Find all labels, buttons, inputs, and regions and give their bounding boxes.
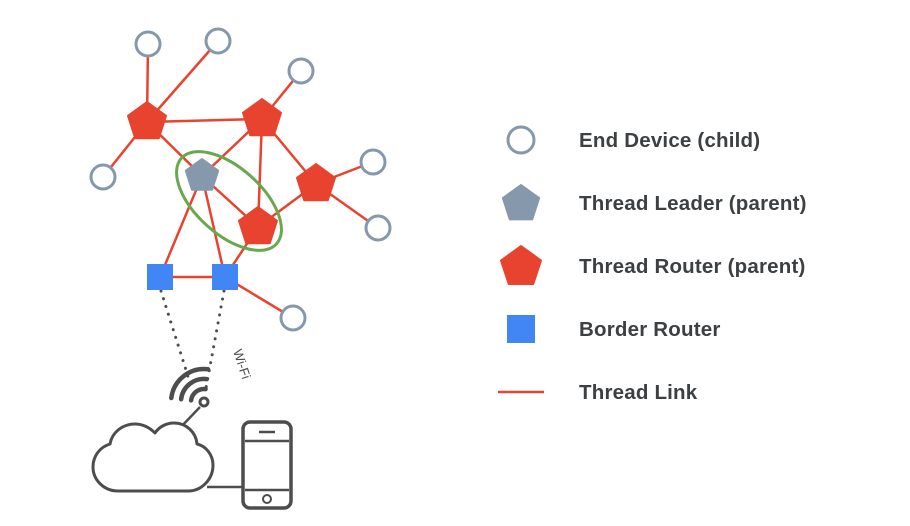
smartphone-icon xyxy=(241,420,293,510)
border-router-icon xyxy=(497,307,545,353)
legend-label: End Device (child) xyxy=(579,129,761,152)
end-device-node xyxy=(279,304,307,332)
thread-links xyxy=(102,40,379,320)
wifi-icon xyxy=(169,366,211,408)
end-device-node xyxy=(134,30,162,58)
thread-router-node xyxy=(242,98,282,137)
border-to-wifi-dotted-link xyxy=(159,289,194,391)
legend-item-thread-router: Thread Router (parent) xyxy=(497,245,807,289)
thread-link-line xyxy=(146,117,263,124)
wifi-arc xyxy=(188,386,208,403)
end-device-node xyxy=(359,148,387,176)
thread-link-line xyxy=(146,40,219,123)
thread-link-line xyxy=(158,175,204,278)
thread-router-icon xyxy=(497,244,545,290)
legend-item-end-device: End Device (child) xyxy=(497,119,807,163)
wifi-label: Wi-Fi xyxy=(230,347,254,381)
thread-link-line xyxy=(200,175,227,278)
end-device-icon xyxy=(497,118,545,164)
legend-label: Border Router xyxy=(579,318,721,341)
thread-router-node xyxy=(238,206,278,245)
legend-item-border-router: Border Router xyxy=(497,308,807,352)
thread-leader-node xyxy=(184,158,220,191)
cloud-icon xyxy=(91,421,215,493)
border-to-wifi-dotted-link xyxy=(204,289,226,390)
thread-network-diagram: Wi-Fi xyxy=(89,27,392,510)
thread-router-node xyxy=(296,163,336,202)
end-device-node xyxy=(287,57,315,85)
legend: End Device (child) Thread Leader (parent… xyxy=(497,119,807,415)
border-router-node xyxy=(212,264,238,290)
wifi-arc xyxy=(178,376,210,402)
end-device-node xyxy=(204,27,232,55)
legend-label: Thread Router (parent) xyxy=(579,255,806,278)
thread-router-node xyxy=(127,101,167,140)
leader-highlight-ellipse xyxy=(175,150,283,252)
network-nodes xyxy=(89,27,392,332)
legend-label: Thread Leader (parent) xyxy=(579,192,807,215)
legend-item-thread-link: Thread Link xyxy=(497,371,807,415)
border-router-node xyxy=(147,264,173,290)
wifi-arc xyxy=(169,366,211,401)
legend-label: Thread Link xyxy=(579,381,698,404)
thread-link-icon xyxy=(497,370,545,416)
thread-leader-icon xyxy=(497,181,545,227)
legend-item-thread-leader: Thread Leader (parent) xyxy=(497,182,807,226)
wifi-dot xyxy=(198,396,210,408)
end-device-node xyxy=(89,163,117,191)
end-device-node xyxy=(364,214,392,242)
